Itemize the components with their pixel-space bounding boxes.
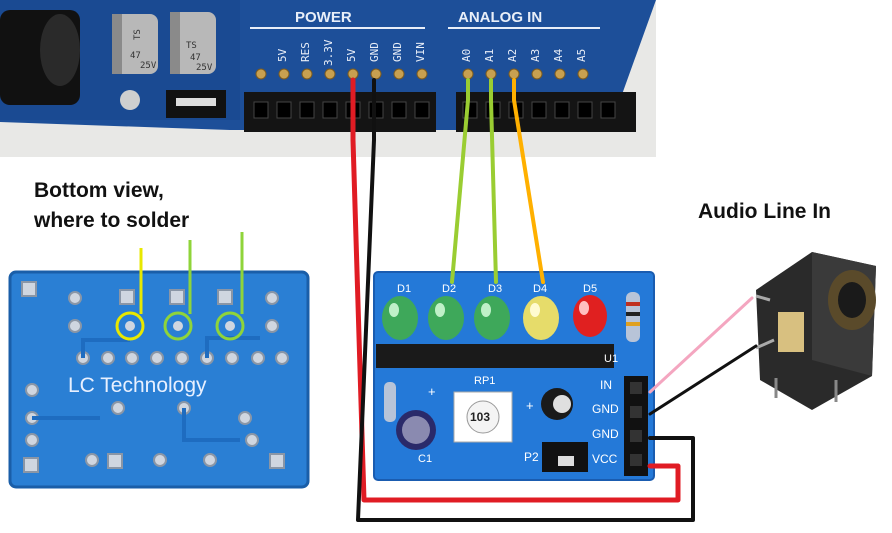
lc-technology-board: LC Technology (8, 232, 310, 489)
svg-text:+: + (428, 384, 436, 399)
svg-text:+: + (526, 398, 534, 413)
wire-gnd-black (356, 78, 695, 522)
pin-label-gnd-2: GND (391, 42, 404, 62)
wires (350, 77, 758, 522)
pin-label-gnd-a: GND (592, 402, 619, 416)
capacitor-2: TS 47 25V (170, 12, 216, 74)
svg-text:25V: 25V (196, 63, 213, 73)
power-jack (0, 10, 80, 105)
led-label-d1: D1 (397, 283, 411, 295)
wire-audio-black (648, 344, 758, 416)
pin-label-5v-1: 5V (276, 48, 289, 62)
pin-label-a4: A4 (552, 48, 565, 62)
power-header-label: POWER (295, 9, 352, 26)
pin-label-in: IN (600, 378, 612, 392)
power-pin-labels: 5V RES 3.3V 5V GND GND VIN (276, 39, 427, 66)
led-label-d3: D3 (488, 283, 502, 295)
capacitor-1: TS 47 25V (112, 14, 158, 74)
solder-ring-green-2 (215, 311, 245, 341)
svg-text:103: 103 (470, 410, 490, 424)
pin-label-a3: A3 (529, 49, 542, 62)
pin-label-vcc: VCC (592, 452, 618, 466)
lc-technology-label: LC Technology (68, 374, 207, 397)
bottom-view-caption: Bottom view, where to solder (34, 176, 189, 236)
pin-label-a5: A5 (575, 49, 588, 62)
pin-label-3v3: 3.3V (322, 39, 335, 66)
bottom-view-caption-line2: where to solder (34, 209, 190, 232)
arduino-board: TS 47 25V TS 47 25V POWER ANALOG IN (0, 0, 656, 157)
lc-traces (32, 336, 260, 442)
led-d1 (382, 296, 418, 340)
svg-text:TS: TS (186, 41, 197, 51)
wire-a0-green (450, 78, 470, 284)
wire-a1-green (489, 78, 498, 284)
vu-pin-header (624, 376, 648, 476)
led-d3 (474, 296, 510, 340)
pin-label-a0: A0 (460, 49, 473, 62)
pin-label-res: RES (299, 42, 312, 62)
pin-label-5v-2: 5V (345, 48, 358, 62)
svg-text:47: 47 (190, 53, 201, 63)
solder-ring-yellow (115, 311, 145, 341)
pin-label-gnd-b: GND (592, 427, 619, 441)
svg-text:47: 47 (130, 51, 141, 61)
pin-label-a1: A1 (483, 49, 496, 62)
solder-ring-green-1 (163, 311, 193, 341)
svg-text:25V: 25V (140, 61, 157, 71)
led-d4 (523, 296, 559, 340)
wire-a2-orange (512, 78, 545, 284)
audio-jack (755, 252, 876, 410)
pin-label-vin: VIN (414, 42, 427, 62)
led-d2 (428, 296, 464, 340)
c1-label: C1 (418, 453, 432, 465)
pin-label-gnd-1: GND (368, 42, 381, 62)
header-pads (255, 68, 589, 80)
resistor (626, 292, 640, 342)
u1-label: U1 (604, 353, 618, 365)
female-headers (244, 92, 636, 132)
analog-header-label: ANALOG IN (458, 9, 542, 26)
capacitor-small: + (526, 388, 573, 420)
vu-meter-board: D1 D2 D3 D4 D5 U1 (373, 271, 655, 481)
capacitor-c1: + C1 (396, 384, 436, 465)
svg-text:TS: TS (133, 29, 143, 40)
led-label-d2: D2 (442, 283, 456, 295)
potentiometer-rp1: 103 (453, 391, 513, 443)
led-label-d5: D5 (583, 283, 597, 295)
p2-label: P2 (524, 450, 539, 464)
wire-audio-pink (648, 296, 754, 394)
bottom-view-caption-line1: Bottom view, (34, 179, 164, 202)
analog-pin-labels: A0 A1 A2 A3 A4 A5 (460, 48, 588, 62)
wire-5v-red (350, 77, 681, 503)
pin-label-a2: A2 (506, 49, 519, 62)
audio-line-in-caption: Audio Line In (698, 200, 831, 223)
resistor-left (384, 382, 396, 422)
led-d5 (573, 295, 607, 337)
led-label-d4: D4 (533, 283, 547, 295)
rp1-label: RP1 (474, 375, 495, 387)
chip-u1 (376, 344, 614, 368)
voltage-regulator (120, 90, 226, 118)
